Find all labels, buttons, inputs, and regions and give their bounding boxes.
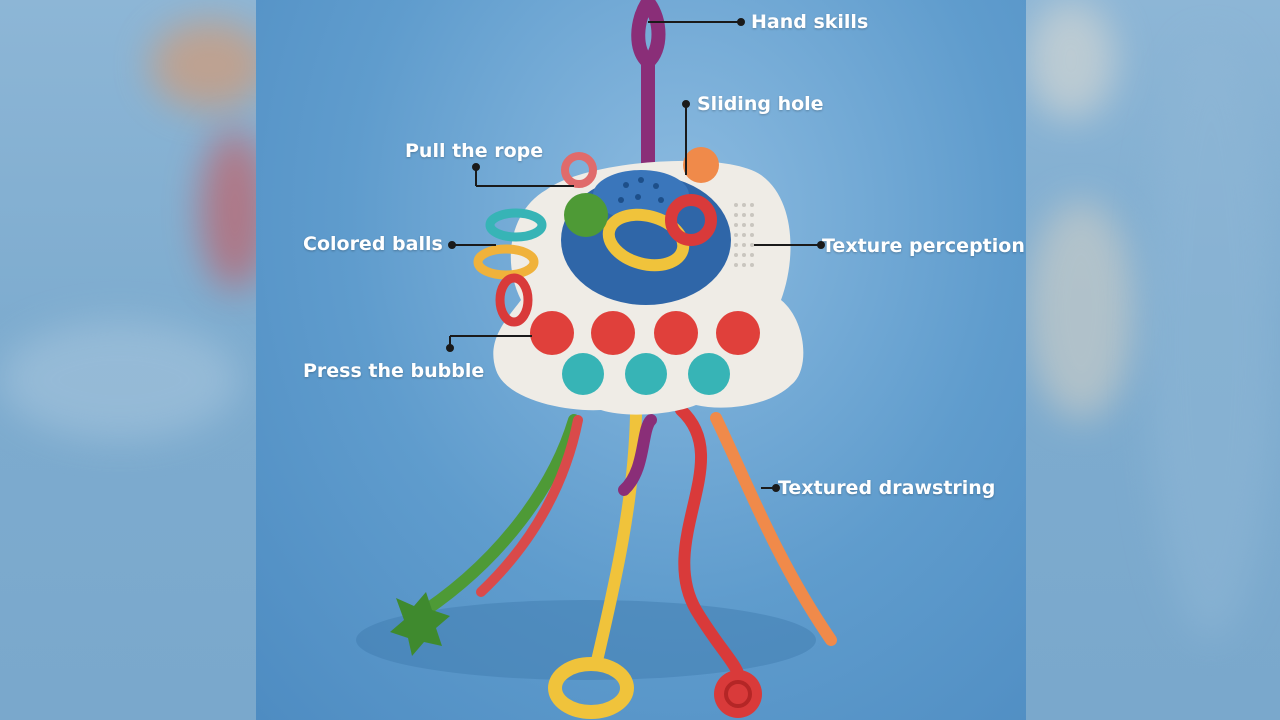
- blurred-right-panel: [1026, 0, 1280, 720]
- toy-illustration: [356, 0, 837, 719]
- callout-textured-drawstring: Textured drawstring: [778, 477, 996, 499]
- blurred-left-panel: [0, 0, 256, 720]
- callout-hand-skills: Hand skills: [751, 11, 869, 33]
- callout-pull-the-rope: Pull the rope: [405, 140, 544, 162]
- callout-sliding-hole: Sliding hole: [697, 93, 824, 115]
- product-photo: Hand skills Sliding hole Pull the rope C…: [256, 0, 1026, 720]
- callout-colored-balls: Colored balls: [303, 233, 443, 255]
- callout-press-the-bubble: Press the bubble: [303, 360, 485, 382]
- callout-texture-perception: Texture perception: [822, 235, 1025, 257]
